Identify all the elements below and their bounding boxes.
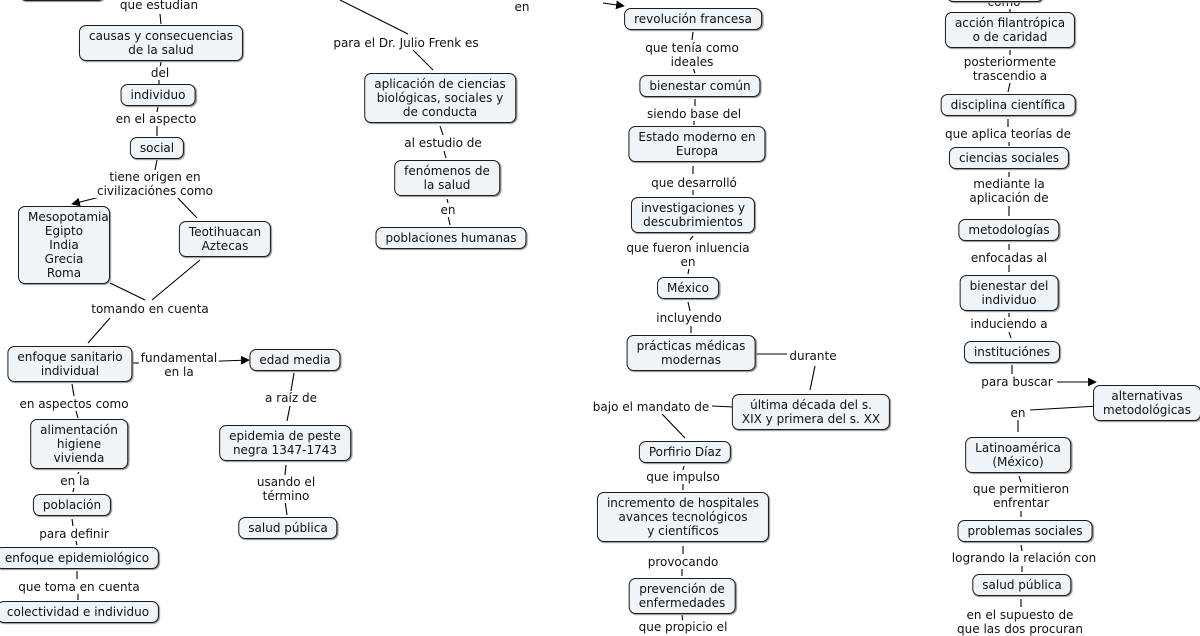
node-alimentacion[interactable]: alimentación higiene vivienda <box>30 419 128 469</box>
link-label-provocando: provocando <box>645 555 721 569</box>
link-label-bajo-mandato: bajo el mandato de <box>590 400 712 414</box>
node-social[interactable]: social <box>129 137 185 159</box>
node-metodologias[interactable]: metodologías <box>958 219 1060 241</box>
link-label-enfocadas: enfocadas al <box>968 251 1050 265</box>
node-porfirio-diaz[interactable]: Porfirio Díaz <box>638 441 732 463</box>
link-label-para-buscar: para buscar <box>979 375 1055 389</box>
link-label-que-fueron: que fueron inluencia en <box>624 241 752 269</box>
link-label-usando: usando el término <box>254 475 318 503</box>
node-fenomenos[interactable]: fenómenos de la salud <box>394 160 500 196</box>
link-label-en-el-aspecto: en el aspecto <box>113 112 199 126</box>
node-bienestar-comun[interactable]: bienestar común <box>639 75 761 97</box>
node-ciencias-sociales[interactable]: ciencias sociales <box>948 147 1070 169</box>
node-aplicacion[interactable]: aplicación de ciencias biológicas, socia… <box>364 73 516 123</box>
link-label-a-raiz: a raíz de <box>263 391 319 405</box>
link-label-siendo-base: siendo base del <box>644 107 744 121</box>
node-causas-consecuencias[interactable]: causas y consecuencias de la salud <box>78 25 244 61</box>
node-revolucion-francesa[interactable]: revolución francesa <box>624 8 762 30</box>
link-label-en-top: en <box>512 0 532 14</box>
link-label-en-el-supuesto: en el supuesto de que las dos procuran <box>955 608 1085 636</box>
node-accion-filantropica[interactable]: acción filantrópica o de caridad <box>944 12 1076 48</box>
node-epidemia[interactable]: epidemia de peste negra 1347-1743 <box>219 425 351 461</box>
node-individuo[interactable]: individuo <box>120 84 196 106</box>
node-salud-publica-2[interactable]: salud pública <box>972 574 1072 596</box>
node-salud-publica-1[interactable]: salud pública <box>238 517 338 539</box>
node-disciplina-cientifica[interactable]: disciplina científica <box>940 94 1076 116</box>
link-label-como: como <box>985 0 1023 9</box>
link-label-que-aplica: que aplica teorías de <box>943 127 1073 141</box>
node-enfoque-sanitario[interactable]: enfoque sanitario individual <box>7 346 133 382</box>
link-label-en-aspectos: en aspectos como <box>17 397 131 411</box>
node-bienestar-individuo[interactable]: bienestar del individuo <box>959 275 1059 311</box>
link-label-fundamental: fundamental en la <box>138 351 220 379</box>
link-label-en-2: en <box>1008 406 1028 420</box>
link-label-en-la: en la <box>58 474 92 488</box>
link-label-del: del <box>148 66 172 80</box>
node-incremento[interactable]: incremento de hospitales avances tecnoló… <box>596 492 770 542</box>
node-estado-moderno[interactable]: Estado moderno en Europa <box>628 126 766 162</box>
link-label-posteriormente: posteriormente trascendio a <box>961 55 1059 83</box>
node-poblacion[interactable]: población <box>32 494 112 516</box>
link-label-logrando: logrando la relación con <box>949 551 1099 565</box>
node-practicas-medicas[interactable]: prácticas médicas modernas <box>626 335 756 371</box>
link-label-en-1: en <box>438 203 458 217</box>
node-teotihuacan[interactable]: Teotihuacan Aztecas <box>178 221 272 257</box>
node-instituciones[interactable]: instituciónes <box>963 341 1061 363</box>
link-label-que-estudian: que estudian <box>117 0 201 12</box>
node-cut-off-top-left[interactable] <box>19 0 105 1</box>
link-label-que-tenia: que tenía como ideales <box>643 41 741 69</box>
node-latinoamerica[interactable]: Latinoamérica (México) <box>965 437 1071 473</box>
link-label-induciendo: induciendo a <box>968 317 1050 331</box>
node-mexico[interactable]: México <box>657 277 719 299</box>
link-label-que-toma: que toma en cuenta <box>16 580 142 594</box>
node-cut-off-top-right[interactable] <box>947 0 1043 2</box>
node-problemas-sociales[interactable]: problemas sociales <box>957 520 1093 542</box>
node-colectividad[interactable]: colectividad e individuo <box>0 601 160 623</box>
node-poblaciones-humanas[interactable]: poblaciones humanas <box>375 227 527 249</box>
link-label-que-permitieron: que permitieron enfrentar <box>970 482 1072 510</box>
node-enfoque-epidemiologico[interactable]: enfoque epidemiológico <box>0 547 160 569</box>
link-label-durante: durante <box>787 349 839 363</box>
link-label-frenk: para el Dr. Julio Frenk es <box>331 36 481 50</box>
link-label-que-propicio: que propicio el <box>636 620 730 634</box>
node-ultima-decada[interactable]: última década del s. XIX y primera del s… <box>731 394 891 430</box>
link-label-que-impulso: que impulso <box>644 470 722 484</box>
link-label-que-desarrollo: que desarrolló <box>649 176 739 190</box>
node-alternativas[interactable]: alternativas metodológicas <box>1093 385 1200 421</box>
node-edad-media[interactable]: edad media <box>249 349 341 371</box>
node-investigaciones[interactable]: investigaciones y descubrimientos <box>630 197 756 233</box>
node-prevencion[interactable]: prevención de enfermedades <box>628 578 736 614</box>
node-mesopotamia[interactable]: Mesopotamia Egipto India Grecia Roma <box>18 206 110 284</box>
link-label-incluyendo: incluyendo <box>654 311 724 325</box>
link-label-tomando: tomando en cuenta <box>89 302 211 316</box>
link-label-tiene-origen: tiene origen en civilizaciónes como <box>95 170 215 198</box>
link-label-al-estudio: al estudio de <box>402 136 484 150</box>
link-label-mediante: mediante la aplicación de <box>967 177 1051 205</box>
link-label-para-definir: para definir <box>37 527 111 541</box>
